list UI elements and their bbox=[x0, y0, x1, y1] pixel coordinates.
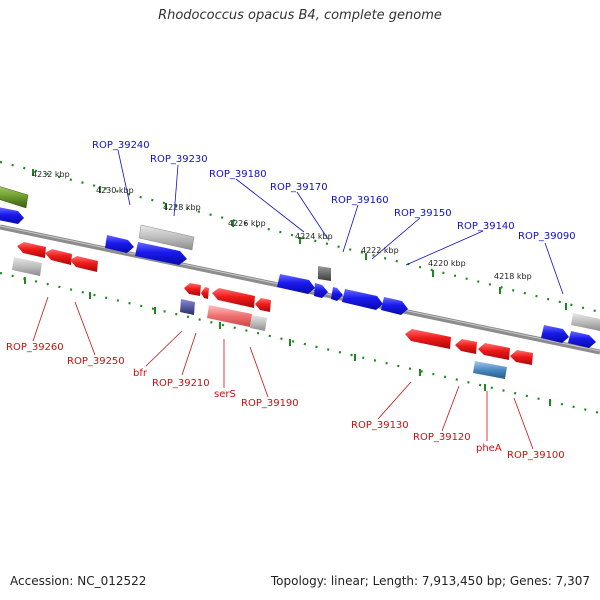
gene-label-rop-39230[interactable]: ROP_39230 bbox=[150, 154, 208, 165]
bottom-leader-lines bbox=[32, 296, 534, 450]
gene-feature-rop-39120[interactable] bbox=[455, 339, 477, 354]
top-leader-lines bbox=[117, 149, 564, 295]
genome-summary-text: Topology: linear; Length: 7,913,450 bp; … bbox=[270, 574, 590, 588]
kbp-tick-label: 4230 kbp bbox=[96, 186, 134, 195]
gene-label-rop-39190[interactable]: ROP_39190 bbox=[241, 398, 299, 409]
forward-genes bbox=[0, 186, 600, 348]
gene-feature[interactable] bbox=[0, 207, 24, 224]
kbp-tick-label: 4218 kbp bbox=[494, 272, 532, 281]
gene-feature[interactable] bbox=[0, 186, 29, 209]
gene-feature-rop-39090[interactable] bbox=[541, 325, 569, 343]
gene-feature[interactable] bbox=[255, 298, 271, 312]
gene-label-rop-39100[interactable]: ROP_39100 bbox=[507, 450, 565, 461]
gene-feature-phea[interactable] bbox=[473, 361, 507, 379]
gene-label-rop-39170[interactable]: ROP_39170 bbox=[270, 182, 328, 193]
gene-label-rop-39160[interactable]: ROP_39160 bbox=[331, 195, 389, 206]
gene-label-rop-39090[interactable]: ROP_39090 bbox=[518, 231, 576, 242]
gene-feature[interactable] bbox=[571, 313, 600, 331]
gene-label-rop-39150[interactable]: ROP_39150 bbox=[394, 208, 452, 219]
gene-feature-sers[interactable] bbox=[207, 305, 252, 327]
gene-label-rop-39120[interactable]: ROP_39120 bbox=[413, 432, 471, 443]
gene-feature[interactable] bbox=[17, 242, 46, 258]
kbp-tick-label: 4226 kbp bbox=[228, 219, 266, 228]
kbp-tick-label: 4228 kbp bbox=[163, 203, 201, 212]
gene-feature[interactable] bbox=[184, 283, 201, 296]
gene-feature[interactable] bbox=[45, 249, 72, 265]
gene-feature-rop-39260[interactable] bbox=[12, 257, 42, 276]
accession-text: Accession: NC_012522 bbox=[10, 574, 147, 588]
gene-label-phea[interactable]: pheA bbox=[476, 443, 502, 454]
gene-feature-rop-39230[interactable] bbox=[138, 224, 195, 251]
map-title: Rhodococcus opacus B4, complete genome bbox=[158, 8, 442, 23]
gene-feature-rop-39180[interactable] bbox=[277, 274, 315, 294]
gene-feature[interactable] bbox=[478, 343, 510, 360]
gene-feature[interactable] bbox=[314, 283, 328, 298]
gene-label-sers[interactable]: serS bbox=[214, 389, 236, 400]
gene-feature[interactable] bbox=[201, 287, 209, 299]
gene-feature[interactable] bbox=[568, 331, 596, 348]
gene-feature-rop-39160[interactable] bbox=[342, 289, 383, 310]
gene-feature-rop-39170[interactable] bbox=[318, 266, 331, 281]
gene-feature-rop-39130[interactable] bbox=[405, 329, 451, 349]
gene-label-rop-39260[interactable]: ROP_39260 bbox=[6, 342, 64, 353]
gene-feature-rop-39240[interactable] bbox=[105, 235, 134, 253]
gene-label-rop-39140[interactable]: ROP_39140 bbox=[457, 221, 515, 232]
gene-feature[interactable] bbox=[70, 256, 98, 272]
gene-label-rop-39130[interactable]: ROP_39130 bbox=[351, 420, 409, 431]
kbp-tick-label: 4232 kbp bbox=[32, 170, 70, 179]
forward-ruler-ticks bbox=[32, 169, 567, 310]
kbp-tick-label: 4224 kbp bbox=[295, 232, 333, 241]
gene-feature-rop-39100[interactable] bbox=[510, 350, 533, 365]
gene-feature[interactable] bbox=[135, 242, 187, 265]
gene-feature-rop-39150[interactable] bbox=[381, 297, 408, 315]
reverse-genes bbox=[12, 242, 533, 379]
gene-label-rop-39250[interactable]: ROP_39250 bbox=[67, 356, 125, 367]
gene-label-rop-39210[interactable]: ROP_39210 bbox=[152, 378, 210, 389]
gene-label-rop-39180[interactable]: ROP_39180 bbox=[209, 169, 267, 180]
gene-feature-bfr[interactable] bbox=[180, 299, 195, 315]
gene-feature-rop-39190[interactable] bbox=[250, 315, 267, 331]
kbp-tick-label: 4220 kbp bbox=[428, 259, 466, 268]
gene-feature-rop-39210[interactable] bbox=[212, 288, 255, 308]
reverse-ruler-ticks bbox=[24, 277, 551, 406]
gene-label-bfr[interactable]: bfr bbox=[133, 368, 148, 379]
kbp-tick-label: 4222 kbp bbox=[361, 246, 399, 255]
gene-feature[interactable] bbox=[331, 287, 343, 301]
gene-label-rop-39240[interactable]: ROP_39240 bbox=[92, 140, 150, 151]
